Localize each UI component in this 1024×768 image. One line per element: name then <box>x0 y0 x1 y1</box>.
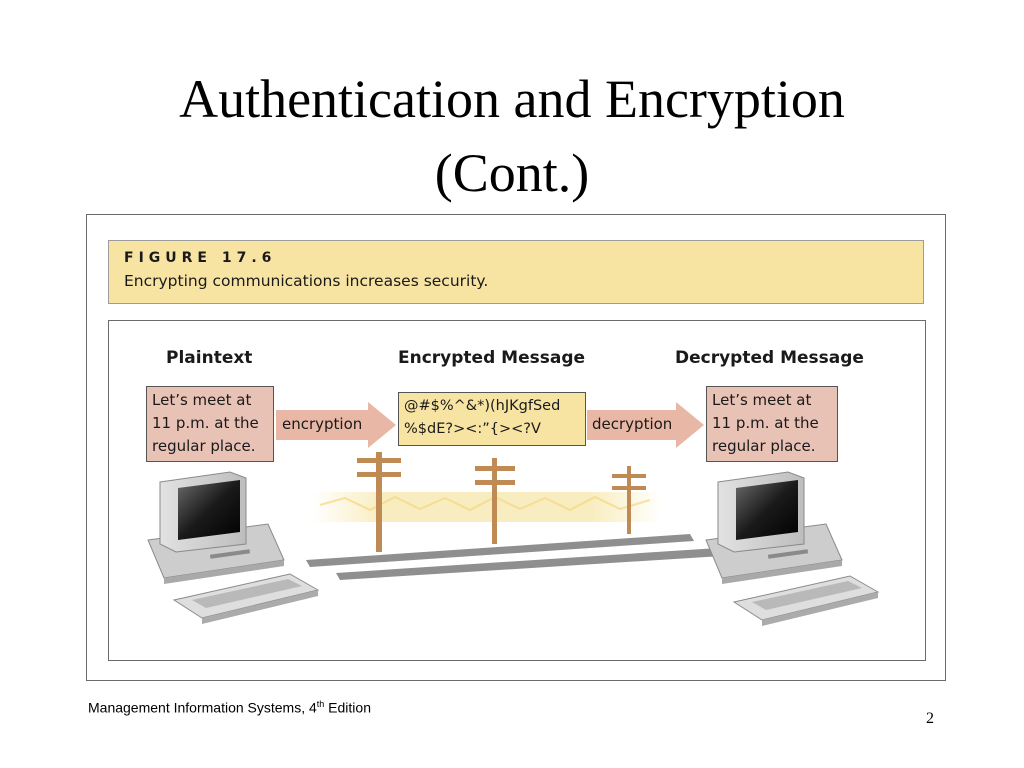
computer-left <box>147 471 320 624</box>
slide-title-line2: (Cont.) <box>434 143 590 203</box>
telephone-pole-middle <box>475 458 515 544</box>
telephone-pole-left <box>357 452 401 552</box>
encryption-label: encryption <box>282 415 363 433</box>
plaintext-line: Let’s meet at <box>152 391 252 409</box>
encrypted-line: @#$%^&*)(hJKgfSed <box>404 398 561 414</box>
decrypted-line: regular place. <box>712 437 816 455</box>
decrypted-line: Let’s meet at <box>712 391 812 409</box>
transmission-glow <box>312 492 662 522</box>
road-stripe-lower <box>336 548 722 580</box>
plaintext-line: regular place. <box>152 437 256 455</box>
encrypted-line: %$dE?><:”{><?V <box>404 421 541 437</box>
heading-plaintext: Plaintext <box>166 348 253 368</box>
encrypted-message: @#$%^&*)(hJKgfSed %$dE?><:”{><?V <box>398 392 586 446</box>
page-number: 2 <box>926 710 934 727</box>
decryption-label: decryption <box>592 415 673 433</box>
heading-decrypted-message: Decrypted Message <box>675 348 864 368</box>
computer-right <box>705 471 880 626</box>
footer-text-after: Edition <box>324 699 371 716</box>
figure-label: FIGURE 17.6 <box>124 250 277 266</box>
footer-source: Management Information Systems, 4th Edit… <box>88 699 371 716</box>
slide-title-line1: Authentication and Encryption <box>179 69 845 129</box>
plaintext-line: 11 p.m. at the <box>152 414 259 432</box>
heading-encrypted-message: Encrypted Message <box>398 348 586 368</box>
decryption-arrow <box>587 402 704 448</box>
plaintext-message: Let’s meet at 11 p.m. at the regular pla… <box>146 386 274 462</box>
telephone-pole-right <box>612 466 646 534</box>
figure-caption-box <box>108 240 924 304</box>
figure-caption: Encrypting communications increases secu… <box>124 272 489 290</box>
decrypted-line: 11 p.m. at the <box>712 414 819 432</box>
slide-title: Authentication and Encryption (Cont.) <box>0 62 1024 210</box>
footer-text: Management Information Systems, 4 <box>88 699 317 716</box>
road-stripe-upper <box>306 534 694 567</box>
decrypted-message: Let’s meet at 11 p.m. at the regular pla… <box>706 386 838 462</box>
encryption-arrow <box>276 402 396 448</box>
footer-superscript: th <box>316 699 325 709</box>
